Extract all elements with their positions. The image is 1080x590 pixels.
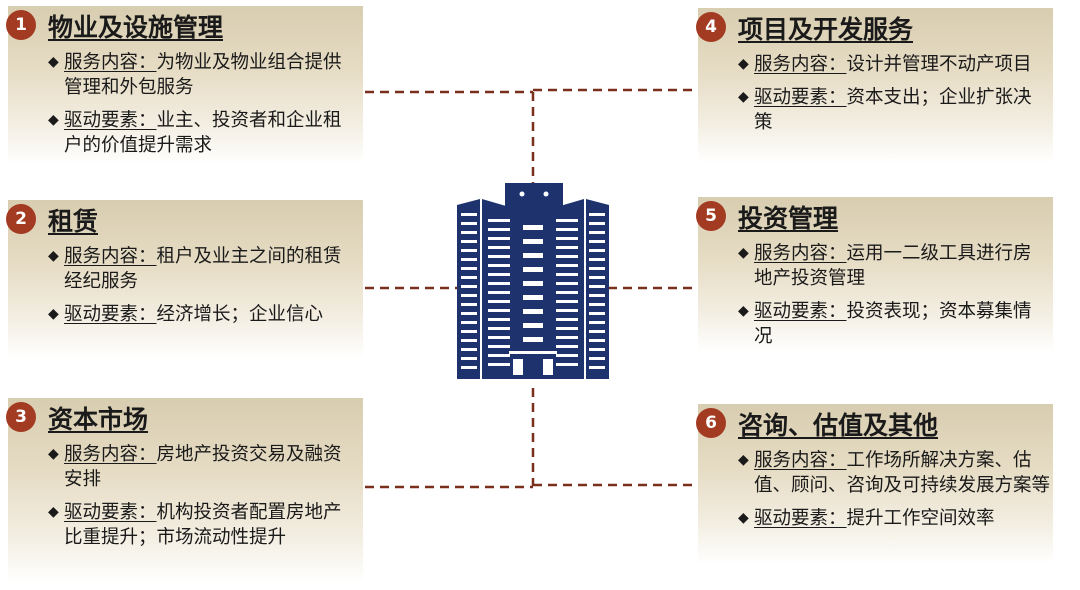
service-text: 工作场所解决方案、估值、顾问、咨询及可持续发展方案等: [754, 450, 1051, 496]
diamond-bullet-icon: ◆: [48, 248, 59, 264]
number-badge: 6: [696, 408, 726, 438]
driver-item: ◆ 驱动要素：投资表现；资本募集情况: [738, 299, 1050, 349]
driver-text: 业主、投资者和企业租户的价值提升需求: [64, 110, 342, 156]
service-text: 设计并管理不动产项目: [846, 54, 1032, 75]
diamond-bullet-icon: ◆: [738, 245, 749, 261]
service-label: 服务内容：: [64, 246, 157, 267]
diamond-bullet-icon: ◆: [738, 89, 749, 105]
driver-text: 提升工作空间效率: [846, 508, 995, 529]
driver-item: ◆ 驱动要素：提升工作空间效率: [738, 506, 1050, 531]
diamond-bullet-icon: ◆: [738, 452, 749, 468]
driver-text: 机构投资者配置房地产比重提升；市场流动性提升: [64, 502, 342, 548]
service-item: ◆ 服务内容：房地产投资交易及融资安排: [48, 442, 360, 492]
driver-text: 经济增长；企业信心: [156, 304, 324, 325]
driver-item: ◆ 驱动要素：业主、投资者和企业租户的价值提升需求: [48, 108, 360, 158]
driver-label: 驱动要素：: [754, 301, 847, 322]
driver-label: 驱动要素：: [754, 508, 847, 529]
driver-label: 驱动要素：: [64, 110, 157, 131]
service-box-6: 6 咨询、估值及其他 ◆ 服务内容：工作场所解决方案、估值、顾问、咨询及可持续发展…: [696, 404, 1053, 564]
number-badge: 3: [6, 402, 36, 432]
service-item: ◆ 服务内容：设计并管理不动产项目: [738, 52, 1050, 77]
driver-label: 驱动要素：: [64, 502, 157, 523]
number-badge: 2: [6, 204, 36, 234]
service-box-4: 4 项目及开发服务 ◆ 服务内容：设计并管理不动产项目 ◆ 驱动要素：资本支出；企业…: [696, 8, 1053, 163]
diamond-bullet-icon: ◆: [48, 306, 59, 322]
box-title: 咨询、估值及其他: [738, 411, 939, 440]
service-item: ◆ 服务内容：工作场所解决方案、估值、顾问、咨询及可持续发展方案等: [738, 448, 1050, 498]
service-label: 服务内容：: [754, 243, 847, 264]
service-item: ◆ 服务内容：租户及业主之间的租赁经纪服务: [48, 244, 360, 294]
driver-text: 资本支出；企业扩张决策: [754, 87, 1032, 133]
diamond-bullet-icon: ◆: [738, 56, 749, 72]
service-label: 服务内容：: [754, 54, 847, 75]
driver-label: 驱动要素：: [64, 304, 157, 325]
service-item: ◆ 服务内容：运用一二级工具进行房地产投资管理: [738, 241, 1050, 291]
number-badge: 1: [6, 10, 36, 40]
box-title: 项目及开发服务: [738, 15, 914, 44]
service-text: 租户及业主之间的租赁经纪服务: [64, 246, 342, 292]
driver-label: 驱动要素：: [754, 87, 847, 108]
diamond-bullet-icon: ◆: [48, 54, 59, 70]
service-label: 服务内容：: [64, 444, 157, 465]
box-title: 物业及设施管理: [48, 13, 224, 42]
service-box-1: 1 物业及设施管理 ◆ 服务内容：为物业及物业组合提供管理和外包服务 ◆ 驱动要素：…: [6, 6, 363, 164]
box-title: 资本市场: [48, 405, 149, 434]
service-box-5: 5 投资管理 ◆ 服务内容：运用一二级工具进行房地产投资管理 ◆ 驱动要素：投资表现…: [696, 197, 1053, 352]
service-box-3: 3 资本市场 ◆ 服务内容：房地产投资交易及融资安排 ◆ 驱动要素：机构投资者配置房…: [6, 398, 363, 583]
driver-item: ◆ 驱动要素：经济增长；企业信心: [48, 302, 360, 327]
driver-item: ◆ 驱动要素：资本支出；企业扩张决策: [738, 85, 1050, 135]
diamond-bullet-icon: ◆: [738, 303, 749, 319]
diamond-bullet-icon: ◆: [48, 504, 59, 520]
box-title: 投资管理: [738, 204, 839, 233]
number-badge: 5: [696, 201, 726, 231]
diamond-bullet-icon: ◆: [738, 510, 749, 526]
number-badge: 4: [696, 12, 726, 42]
driver-text: 投资表现；资本募集情况: [754, 301, 1032, 347]
service-text: 房地产投资交易及融资安排: [64, 444, 342, 490]
service-text: 为物业及物业组合提供管理和外包服务: [64, 52, 342, 98]
service-item: ◆ 服务内容：为物业及物业组合提供管理和外包服务: [48, 50, 360, 100]
diamond-bullet-icon: ◆: [48, 112, 59, 128]
office-building-icon: [457, 183, 609, 379]
diamond-bullet-icon: ◆: [48, 446, 59, 462]
driver-item: ◆ 驱动要素：机构投资者配置房地产比重提升；市场流动性提升: [48, 500, 360, 550]
service-text: 运用一二级工具进行房地产投资管理: [754, 243, 1032, 289]
service-label: 服务内容：: [754, 450, 847, 471]
box-title: 租赁: [48, 207, 99, 236]
service-box-2: 2 租赁 ◆ 服务内容：租户及业主之间的租赁经纪服务 ◆ 驱动要素：经济增长；企业信…: [6, 200, 363, 358]
service-label: 服务内容：: [64, 52, 157, 73]
